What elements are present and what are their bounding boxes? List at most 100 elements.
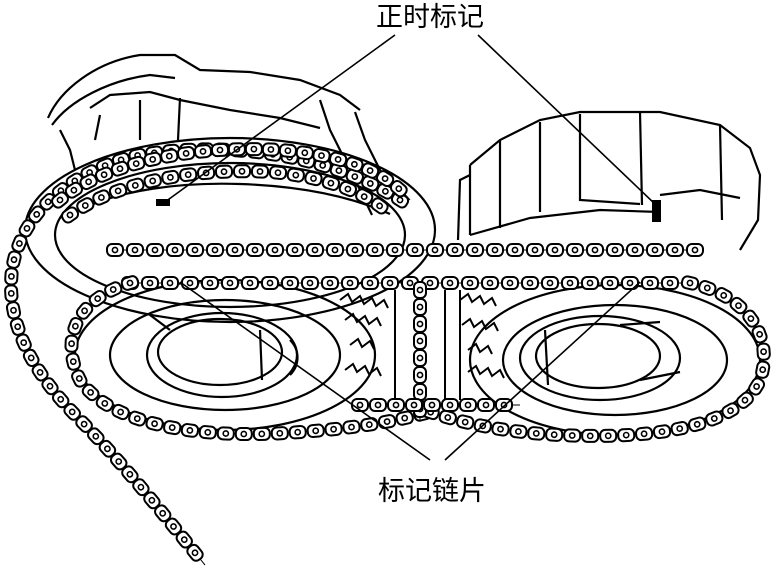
top-chain-row-link [206,243,224,257]
outer-chain-link [5,300,22,321]
left-loop-chain-link [359,416,380,433]
right-loop-chain-link [490,420,511,438]
mid-chain-row-link [181,276,199,290]
mid-chain-row-link [381,276,399,290]
top-chain-row-link [526,243,544,257]
left-loop-chain-link [252,426,271,442]
top-chain-row-link [666,243,684,257]
left-loop-chain-link [288,424,308,440]
outer-chain-link [3,284,19,303]
mid-chain-row-link [281,276,299,290]
left-loop-chain-link [198,424,218,440]
inner-upper-chain-link [178,166,198,183]
top-chain-row-link [606,243,624,257]
top-chain-row-link [366,243,384,257]
inner-upper-chain-link [250,164,270,179]
top-chain-row-link [446,243,464,257]
right-loop-chain-link [703,408,725,429]
mid-chain-row-link [541,276,559,290]
bottom-center-chain-link [387,398,405,412]
top-chain-row-link [566,243,584,257]
right-loop-chain-link [616,427,636,443]
right-loop-chain-link [679,274,701,292]
upper-chain-link [311,147,332,165]
mid-chain-row-link [501,276,519,290]
right-loop-chain-link [754,359,772,380]
leader-link-right [444,281,641,461]
mid-chain-row-link [441,276,459,290]
top-chain-row-link [266,243,284,257]
right-cam-housing [456,110,762,251]
timing-mark-right [652,200,661,222]
left-loop-chain-link [216,426,236,441]
top-chain-row-link [486,243,504,257]
top-chain-row-link [146,243,164,257]
left-loop-chain-link [270,425,290,441]
center-chain-link [413,383,427,401]
mid-chain-row-link [521,276,539,290]
top-chain-row-link [166,243,184,257]
top-chain-row-link [406,243,424,257]
center-chain-link [413,366,427,384]
timing-mark-label: 正时标记 [376,2,484,33]
center-chain-link [413,298,427,316]
left-cam-housing [46,53,396,216]
leader-timing-left [164,34,396,203]
mid-chain-row-link [301,276,319,290]
center-chain-link [413,281,427,299]
left-loop-chain-link [377,413,398,430]
center-chain-link [413,332,427,350]
right-loop-chain-link [544,427,564,443]
upper-chain-link [295,144,315,161]
upper-chain-link [193,143,213,160]
left-loop-chain-link [144,414,165,433]
mid-chain-row-link [141,276,159,290]
right-loop-chain-link [634,426,654,442]
outer-chain-link [9,232,29,255]
marked-links-label: 标记链片 [378,476,486,507]
leader-lines [164,34,657,461]
left-loop-chain-link [394,409,415,427]
mid-chain-row-link [201,276,219,290]
right-loop-chain-link [652,423,672,440]
top-chain-row-link [126,243,144,257]
right-loop-chain-link [526,425,546,442]
top-chain-row-link [506,243,524,257]
left-loop-chain-link [306,423,326,439]
right-loop-chain-link [599,428,618,443]
top-chain-row-link [586,243,604,257]
outer-chain-link [5,249,23,270]
left-loop-chain-link [64,351,82,372]
center-chain-link [413,349,427,367]
timing-mark-left [156,199,170,206]
right-loop-chain-link [756,342,772,362]
right-loop-chain-link [581,428,600,443]
left-loop-chain-link [234,426,253,442]
mid-chain-row-link [321,276,339,290]
inner-upper-chain-link [268,164,288,181]
top-chain-row-link [386,243,404,257]
left-loop-chain-link [64,334,79,353]
bottom-center-chain-link [477,398,495,412]
mid-chain-row-link [641,276,659,290]
bottom-center-chain-link [423,398,441,412]
mid-chain-row-link [481,276,499,290]
mid-chain-row-link [581,276,599,290]
outer-chain-link [8,316,27,338]
mid-chain-row-link [221,276,239,290]
top-chain-row-link [306,243,324,257]
mid-chain-row-link [261,276,279,290]
center-chain-link [413,315,427,333]
inner-upper-chain-link [214,164,234,180]
mid-chain-row-link [241,276,259,290]
mid-chain-row-link [661,276,679,290]
inner-upper-chain-link [90,187,113,208]
upper-chain-link [261,142,281,157]
inner-upper-chain-link [285,166,306,184]
inner-upper-chain-link [142,172,163,190]
mid-chain-row-link [561,276,579,290]
bottom-center-chain-link [441,398,459,412]
right-loop-chain-link [686,415,708,434]
mid-chain-row-link [361,276,379,290]
